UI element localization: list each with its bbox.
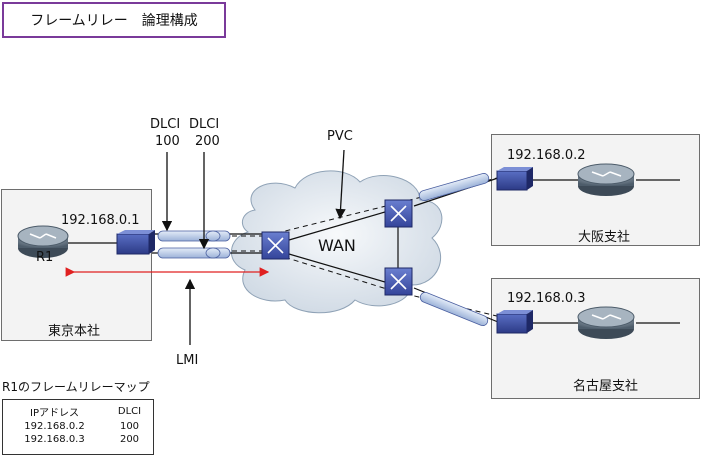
ip-osaka: 192.168.0.2 xyxy=(507,148,586,163)
frame-device-osaka xyxy=(496,167,533,191)
title-box: フレームリレー 論理構成 xyxy=(2,2,226,38)
map-caption: R1のフレームリレーマップ xyxy=(2,380,150,394)
site-name-tokyo: 東京本社 xyxy=(48,324,101,339)
pvc-label: PVC xyxy=(327,129,353,144)
site-name-osaka: 大阪支社 xyxy=(578,230,631,245)
frame-relay-map-table: IPアドレス DLCI 192.168.0.2 100 192.168.0.3 … xyxy=(2,399,154,455)
ip-tokyo: 192.168.0.1 xyxy=(61,213,140,228)
dlci-100-label-line1: DLCI xyxy=(150,117,181,132)
frame-switch-1 xyxy=(261,231,290,260)
table-row: 192.168.0.3 200 xyxy=(3,433,153,446)
dlci-100-label-line2: 100 xyxy=(155,134,180,149)
dlci-200-label-line2: 200 xyxy=(195,134,220,149)
map-cell-dlci: 200 xyxy=(119,434,140,445)
router-r1-label: R1 xyxy=(36,250,54,265)
site-nagoya xyxy=(491,278,700,399)
map-header-dlci: DLCI xyxy=(117,406,142,417)
frame-switch-2 xyxy=(384,199,413,228)
router-osaka xyxy=(577,163,635,196)
frame-switch-3 xyxy=(384,267,413,296)
map-cell-ip: 192.168.0.3 xyxy=(24,434,85,445)
ip-nagoya: 192.168.0.3 xyxy=(507,291,586,306)
wan-label: WAN xyxy=(318,236,356,255)
site-name-nagoya: 名古屋支社 xyxy=(573,379,639,394)
table-row: 192.168.0.2 100 xyxy=(3,420,153,433)
frame-device-nagoya xyxy=(496,310,533,334)
map-cell-ip: 192.168.0.2 xyxy=(24,421,85,432)
diagram-title: フレームリレー 論理構成 xyxy=(30,13,198,29)
dlci-200-label-line1: DLCI xyxy=(189,117,220,132)
frame-device-tokyo xyxy=(116,230,155,255)
lmi-label: LMI xyxy=(176,353,199,368)
map-header-ip: IPアドレス xyxy=(30,408,79,419)
map-cell-dlci: 100 xyxy=(119,421,140,432)
pvc-tubes xyxy=(157,173,490,327)
site-tokyo xyxy=(1,189,152,341)
router-r1 xyxy=(17,225,69,258)
router-nagoya xyxy=(577,306,635,339)
pointer-arrows xyxy=(161,149,346,345)
